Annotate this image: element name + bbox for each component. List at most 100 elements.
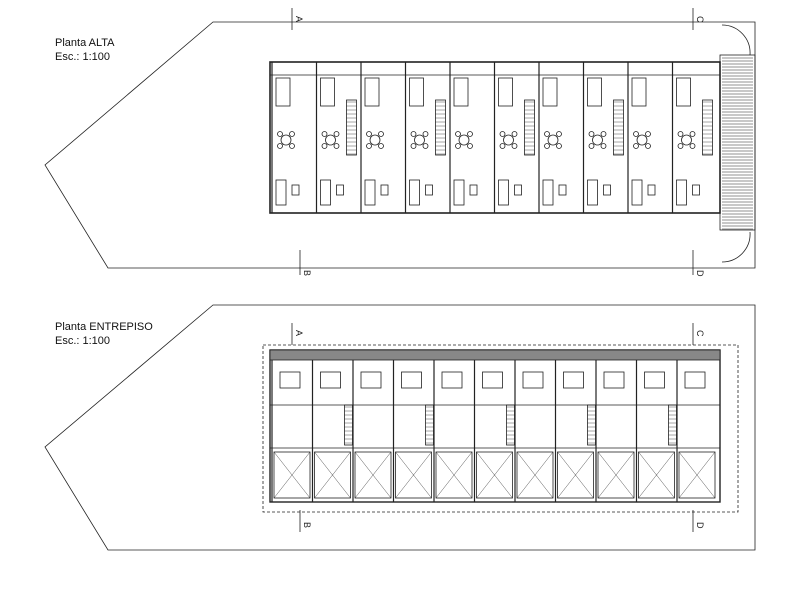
chair <box>556 143 562 149</box>
void-cross <box>273 451 311 499</box>
chair <box>366 131 372 137</box>
building-outline-entrepiso <box>269 349 721 503</box>
site-outline-entrepiso <box>44 304 756 551</box>
bed <box>441 371 463 389</box>
chair <box>467 143 473 149</box>
void-cross <box>354 451 392 499</box>
section-marker-a: A <box>294 330 304 336</box>
void <box>395 451 432 499</box>
bathroom <box>676 77 691 107</box>
bed <box>275 179 287 206</box>
chair <box>633 143 639 149</box>
door-arc <box>721 24 751 263</box>
bed <box>279 371 301 389</box>
bathroom <box>453 77 469 107</box>
bed <box>644 371 665 389</box>
chair <box>556 131 562 137</box>
plan-title-alta: Planta ALTA Esc.: 1:100 <box>55 36 115 64</box>
chair <box>277 143 283 149</box>
void-cross <box>435 451 473 499</box>
void <box>435 451 473 499</box>
bed <box>320 371 341 389</box>
void <box>678 451 716 499</box>
stair <box>702 99 713 156</box>
void-cross <box>678 451 716 499</box>
chair <box>378 143 384 149</box>
chair <box>588 131 595 137</box>
section-marker-d: D <box>695 270 705 277</box>
chair <box>378 131 384 137</box>
void-cross <box>395 451 432 499</box>
bed <box>498 179 509 206</box>
plan-name: Planta ALTA <box>55 37 115 49</box>
nightstand <box>336 184 344 196</box>
chair <box>511 131 518 137</box>
nightstand <box>380 184 389 196</box>
bed <box>364 179 376 206</box>
bed <box>563 371 584 389</box>
dining-table <box>325 134 336 146</box>
chair <box>499 143 506 149</box>
plan-title-entrepiso: Planta ENTREPISO Esc.: 1:100 <box>55 320 153 348</box>
chair <box>499 131 506 137</box>
chair <box>410 131 417 137</box>
void-cross <box>597 451 635 499</box>
bed <box>587 179 598 206</box>
chair <box>422 143 429 149</box>
bed <box>684 371 706 389</box>
bed <box>401 371 422 389</box>
chair <box>467 131 473 137</box>
dining-table <box>592 134 603 146</box>
chair <box>321 131 328 137</box>
chair <box>366 143 372 149</box>
chair <box>333 131 340 137</box>
nightstand <box>469 184 478 196</box>
section-marker-c: C <box>695 330 705 337</box>
nightstand <box>291 184 300 196</box>
section-marker-a: A <box>294 16 304 22</box>
dining-table <box>547 134 559 146</box>
site-outline-alta <box>44 21 756 269</box>
roof-strip <box>269 349 721 361</box>
chair <box>689 131 696 137</box>
section-marker-d: D <box>695 522 705 529</box>
dining-table <box>280 134 292 146</box>
dining-table <box>636 134 648 146</box>
bathroom <box>275 77 291 107</box>
chair <box>321 143 328 149</box>
void-cross <box>557 451 594 499</box>
chair <box>333 143 340 149</box>
chair <box>410 143 417 149</box>
bathroom <box>364 77 380 107</box>
dining-table <box>681 134 692 146</box>
chair <box>455 131 461 137</box>
nightstand <box>692 184 700 196</box>
bed <box>676 179 687 206</box>
plan-scale: Esc.: 1:100 <box>55 51 111 63</box>
dining-table <box>458 134 470 146</box>
plan-name: Planta ENTREPISO <box>55 321 153 333</box>
roof-outline <box>262 344 739 513</box>
chair <box>277 131 283 137</box>
chair <box>677 143 684 149</box>
void <box>273 451 311 499</box>
void <box>516 451 554 499</box>
dining-table <box>503 134 514 146</box>
nightstand <box>647 184 656 196</box>
units-alta <box>271 62 713 213</box>
bed <box>453 179 465 206</box>
void <box>354 451 392 499</box>
chair <box>645 143 651 149</box>
bathroom <box>498 77 513 107</box>
chair <box>289 143 295 149</box>
bathroom <box>409 77 424 107</box>
bathroom <box>320 77 335 107</box>
stair <box>346 99 357 156</box>
stair <box>435 99 446 156</box>
nightstand <box>514 184 522 196</box>
nightstand <box>558 184 567 196</box>
void <box>597 451 635 499</box>
section-marker-c: C <box>695 16 705 23</box>
chair <box>600 143 607 149</box>
